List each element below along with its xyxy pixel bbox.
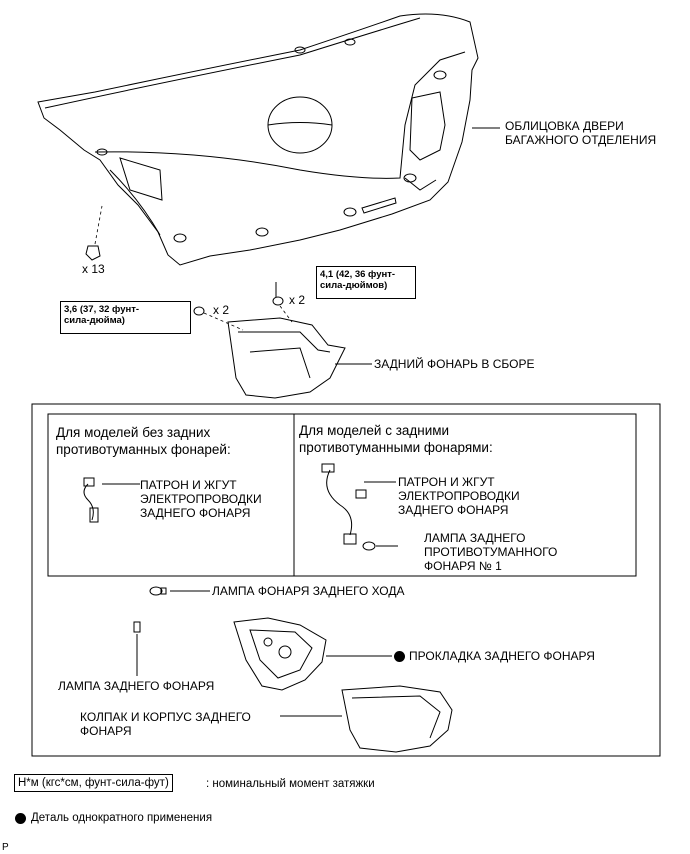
rear-bulb-drawing [133,621,141,676]
reverse-bulb-drawing [149,586,210,596]
socket-right-drawing [321,463,398,551]
legend-single-use-dot [15,813,26,824]
legend-torque-box: Н*м (кгс*см, фунт-сила-фут) [14,774,173,792]
lens-housing-drawing [280,685,453,753]
socket-left-drawing [83,477,140,523]
legend-single-use: Деталь однократного применения [31,812,213,824]
rear-lamp-assembly-drawing [193,282,372,399]
gasket-drawing [233,617,392,691]
variant-panels-frame [47,413,637,577]
single-use-dot-gasket [394,651,405,662]
panel-left-title: Для моделей без задних противотуманных ф… [56,425,231,457]
legend-torque-desc: : номинальный момент затяжки [206,778,375,790]
label-rear-lamp-assy: ЗАДНИЙ ФОНАРЬ В СБОРЕ [374,357,535,371]
label-reverse-bulb: ЛАМПА ФОНАРЯ ЗАДНЕГО ХОДА [212,584,405,598]
label-nut-qty-a: x 2 [289,293,306,307]
trunk-lining-drawing [37,13,500,266]
torque-box-a: 4,1 (42, 36 фунт- сила-дюймов) [316,266,416,299]
components-frame [31,403,661,757]
label-trunk-lining: ОБЛИЦОВКА ДВЕРИ БАГАЖНОГО ОТДЕЛЕНИЯ [505,119,657,147]
page-mark: P [2,842,9,853]
torque-box-b: 3,6 (37, 32 фунт- сила-дюйма) [60,301,191,334]
label-nut-qty-b: x 2 [213,303,230,317]
label-lens-housing: КОЛПАК И КОРПУС ЗАДНЕГО ФОНАРЯ [80,710,251,738]
label-fog-bulb: ЛАМПА ЗАДНЕГО ПРОТИВОТУМАННОГО ФОНАРЯ № … [424,531,558,573]
label-gasket: ПРОКЛАДКА ЗАДНЕГО ФОНАРЯ [409,649,595,663]
label-rear-bulb: ЛАМПА ЗАДНЕГО ФОНАРЯ [58,679,215,693]
label-socket-right: ПАТРОН И ЖГУТ ЭЛЕКТРОПРОВОДКИ ЗАДНЕГО ФО… [398,475,520,517]
panel-right-title: Для моделей с задними противотуманными ф… [299,423,493,455]
label-socket-left: ПАТРОН И ЖГУТ ЭЛЕКТРОПРОВОДКИ ЗАДНЕГО ФО… [140,478,262,520]
label-clip-qty: x 13 [82,262,105,276]
